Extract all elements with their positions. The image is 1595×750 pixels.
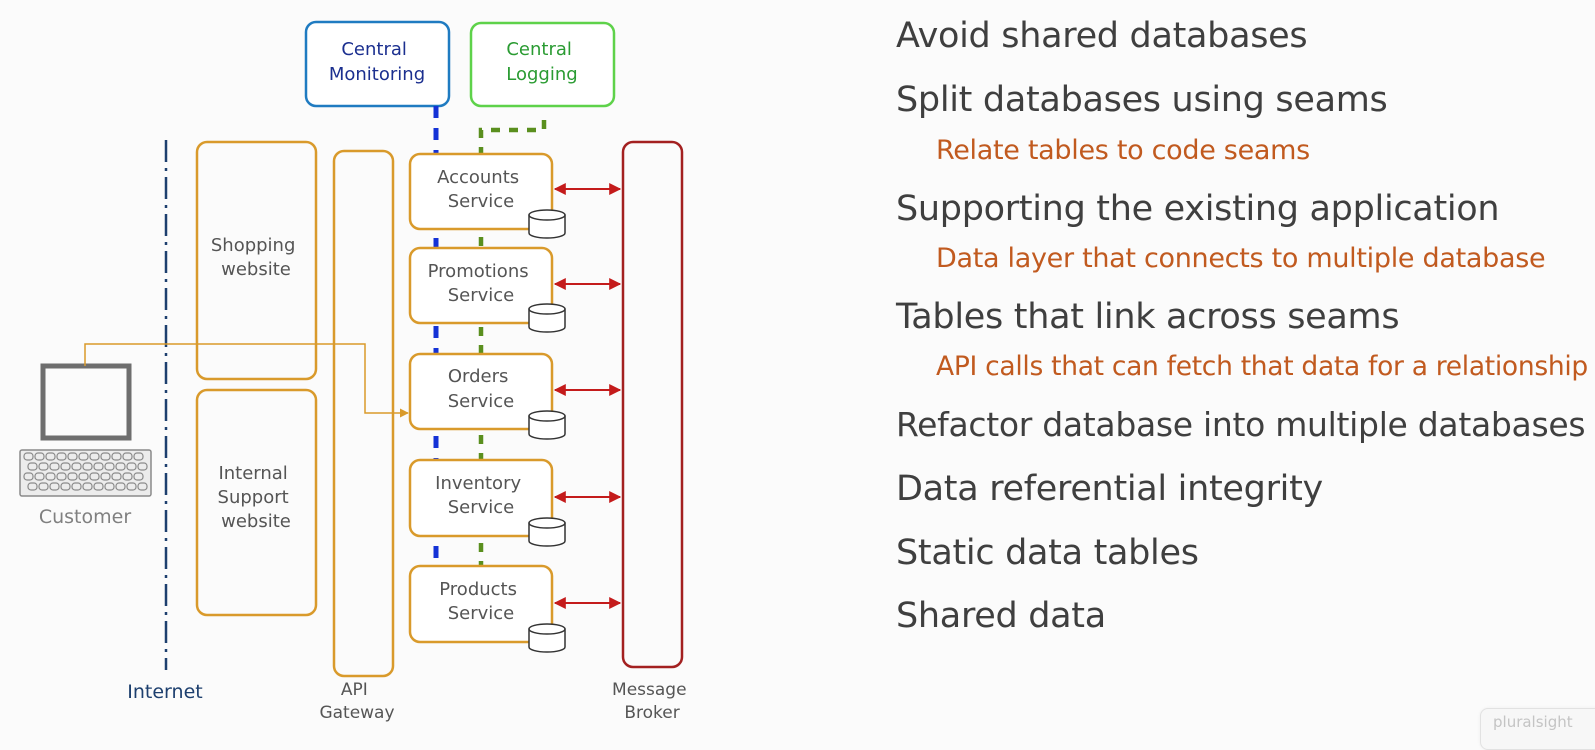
svg-text:Promotions Service: Promotions Service	[428, 261, 535, 306]
service-promotions: Promotions Service	[408, 246, 622, 333]
central-logging-label: Central Logging	[506, 39, 577, 85]
bullet-avoid-shared-databases: Avoid shared databases	[896, 16, 1308, 56]
service-accounts: Accounts Service	[408, 152, 622, 239]
shopping-website-label: Shopping website	[211, 235, 301, 280]
svg-text:Products Service: Products Service	[439, 579, 522, 624]
customer-connection-line	[84, 343, 409, 418]
sub-bullet-data-layer: Data layer that connects to multiple dat…	[936, 243, 1546, 274]
message-broker-box	[621, 140, 684, 669]
internet-label: Internet	[127, 681, 202, 703]
api-gateway-box	[332, 149, 395, 678]
bullet-refactor-database: Refactor database into multiple database…	[896, 405, 1586, 444]
bullet-supporting-existing-app: Supporting the existing application	[896, 189, 1500, 229]
svg-text:Inventory Service: Inventory Service	[435, 473, 527, 518]
database-icon	[528, 410, 566, 440]
logging-connector	[478, 120, 547, 582]
svg-text:Accounts Service: Accounts Service	[437, 167, 525, 212]
central-monitoring-label: Central Monitoring	[329, 39, 425, 85]
database-icon	[528, 623, 566, 653]
database-icon	[528, 517, 566, 547]
bullet-tables-link-seams: Tables that link across seams	[896, 297, 1400, 337]
api-gateway-label: API Gateway	[319, 680, 394, 723]
internal-support-website-box	[195, 388, 318, 617]
bullet-static-data-tables: Static data tables	[896, 533, 1199, 573]
database-icon	[528, 303, 566, 333]
service-inventory: Inventory Service	[408, 458, 622, 547]
bullet-split-databases: Split databases using seams	[896, 80, 1388, 120]
internal-support-website-label: Internal Support website	[218, 463, 295, 532]
shopping-website-box	[195, 140, 318, 381]
bullet-referential-integrity: Data referential integrity	[896, 469, 1323, 509]
sub-bullet-relate-tables: Relate tables to code seams	[936, 135, 1310, 166]
svg-text:Orders Service: Orders Service	[448, 366, 515, 412]
central-logging-box	[469, 21, 616, 108]
watermark-text: pluralsight	[1493, 713, 1573, 731]
customer-label: Customer	[39, 506, 131, 528]
service-orders: Orders Service	[408, 352, 622, 440]
central-monitoring-box	[304, 20, 451, 108]
database-icon	[528, 209, 566, 239]
sub-bullet-api-calls: API calls that can fetch that data for a…	[936, 351, 1588, 382]
laptop-icon	[19, 363, 152, 497]
bullet-shared-data: Shared data	[896, 596, 1106, 636]
message-broker-label: Message Broker	[612, 680, 692, 723]
pluralsight-watermark: pluralsight	[1480, 708, 1595, 750]
architecture-diagram: Internet Customer Shopping website Inter	[19, 20, 692, 723]
service-products: Products Service	[408, 564, 622, 653]
